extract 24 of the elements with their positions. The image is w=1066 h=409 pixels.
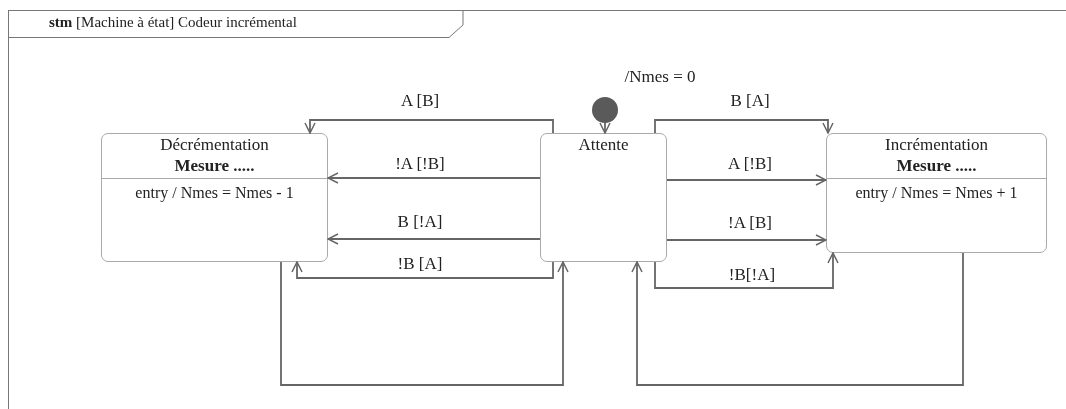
initial-state-dot bbox=[592, 97, 618, 123]
state-name: Attente bbox=[578, 134, 629, 155]
state-box bbox=[540, 133, 667, 262]
state-name: Décrémentation bbox=[160, 134, 269, 155]
transition-arrow bbox=[280, 261, 569, 386]
state-name: Incrémentation bbox=[885, 134, 988, 155]
state-compartment-title: Mesure ..... bbox=[174, 155, 255, 176]
transition-arrow bbox=[666, 234, 827, 246]
state-box bbox=[101, 133, 328, 262]
state-compartment-title: Mesure ..... bbox=[896, 155, 977, 176]
transition-arrow bbox=[291, 261, 554, 279]
transition-arrow bbox=[631, 252, 964, 386]
transition-arrow bbox=[666, 174, 827, 186]
transition-arrow bbox=[654, 252, 839, 289]
transition-arrow bbox=[654, 119, 834, 134]
frame-title: stm [Machine à état] Codeur incrémental bbox=[49, 14, 297, 31]
transition-arrow bbox=[327, 233, 541, 245]
transition-arrow bbox=[599, 122, 611, 134]
entry-action: entry / Nmes = Nmes - 1 bbox=[135, 183, 294, 203]
entry-action: entry / Nmes = Nmes + 1 bbox=[855, 183, 1018, 203]
transition-arrow bbox=[304, 119, 554, 134]
frame-border bbox=[8, 10, 1066, 409]
transition-arrow bbox=[327, 172, 541, 184]
state-box bbox=[826, 133, 1047, 253]
